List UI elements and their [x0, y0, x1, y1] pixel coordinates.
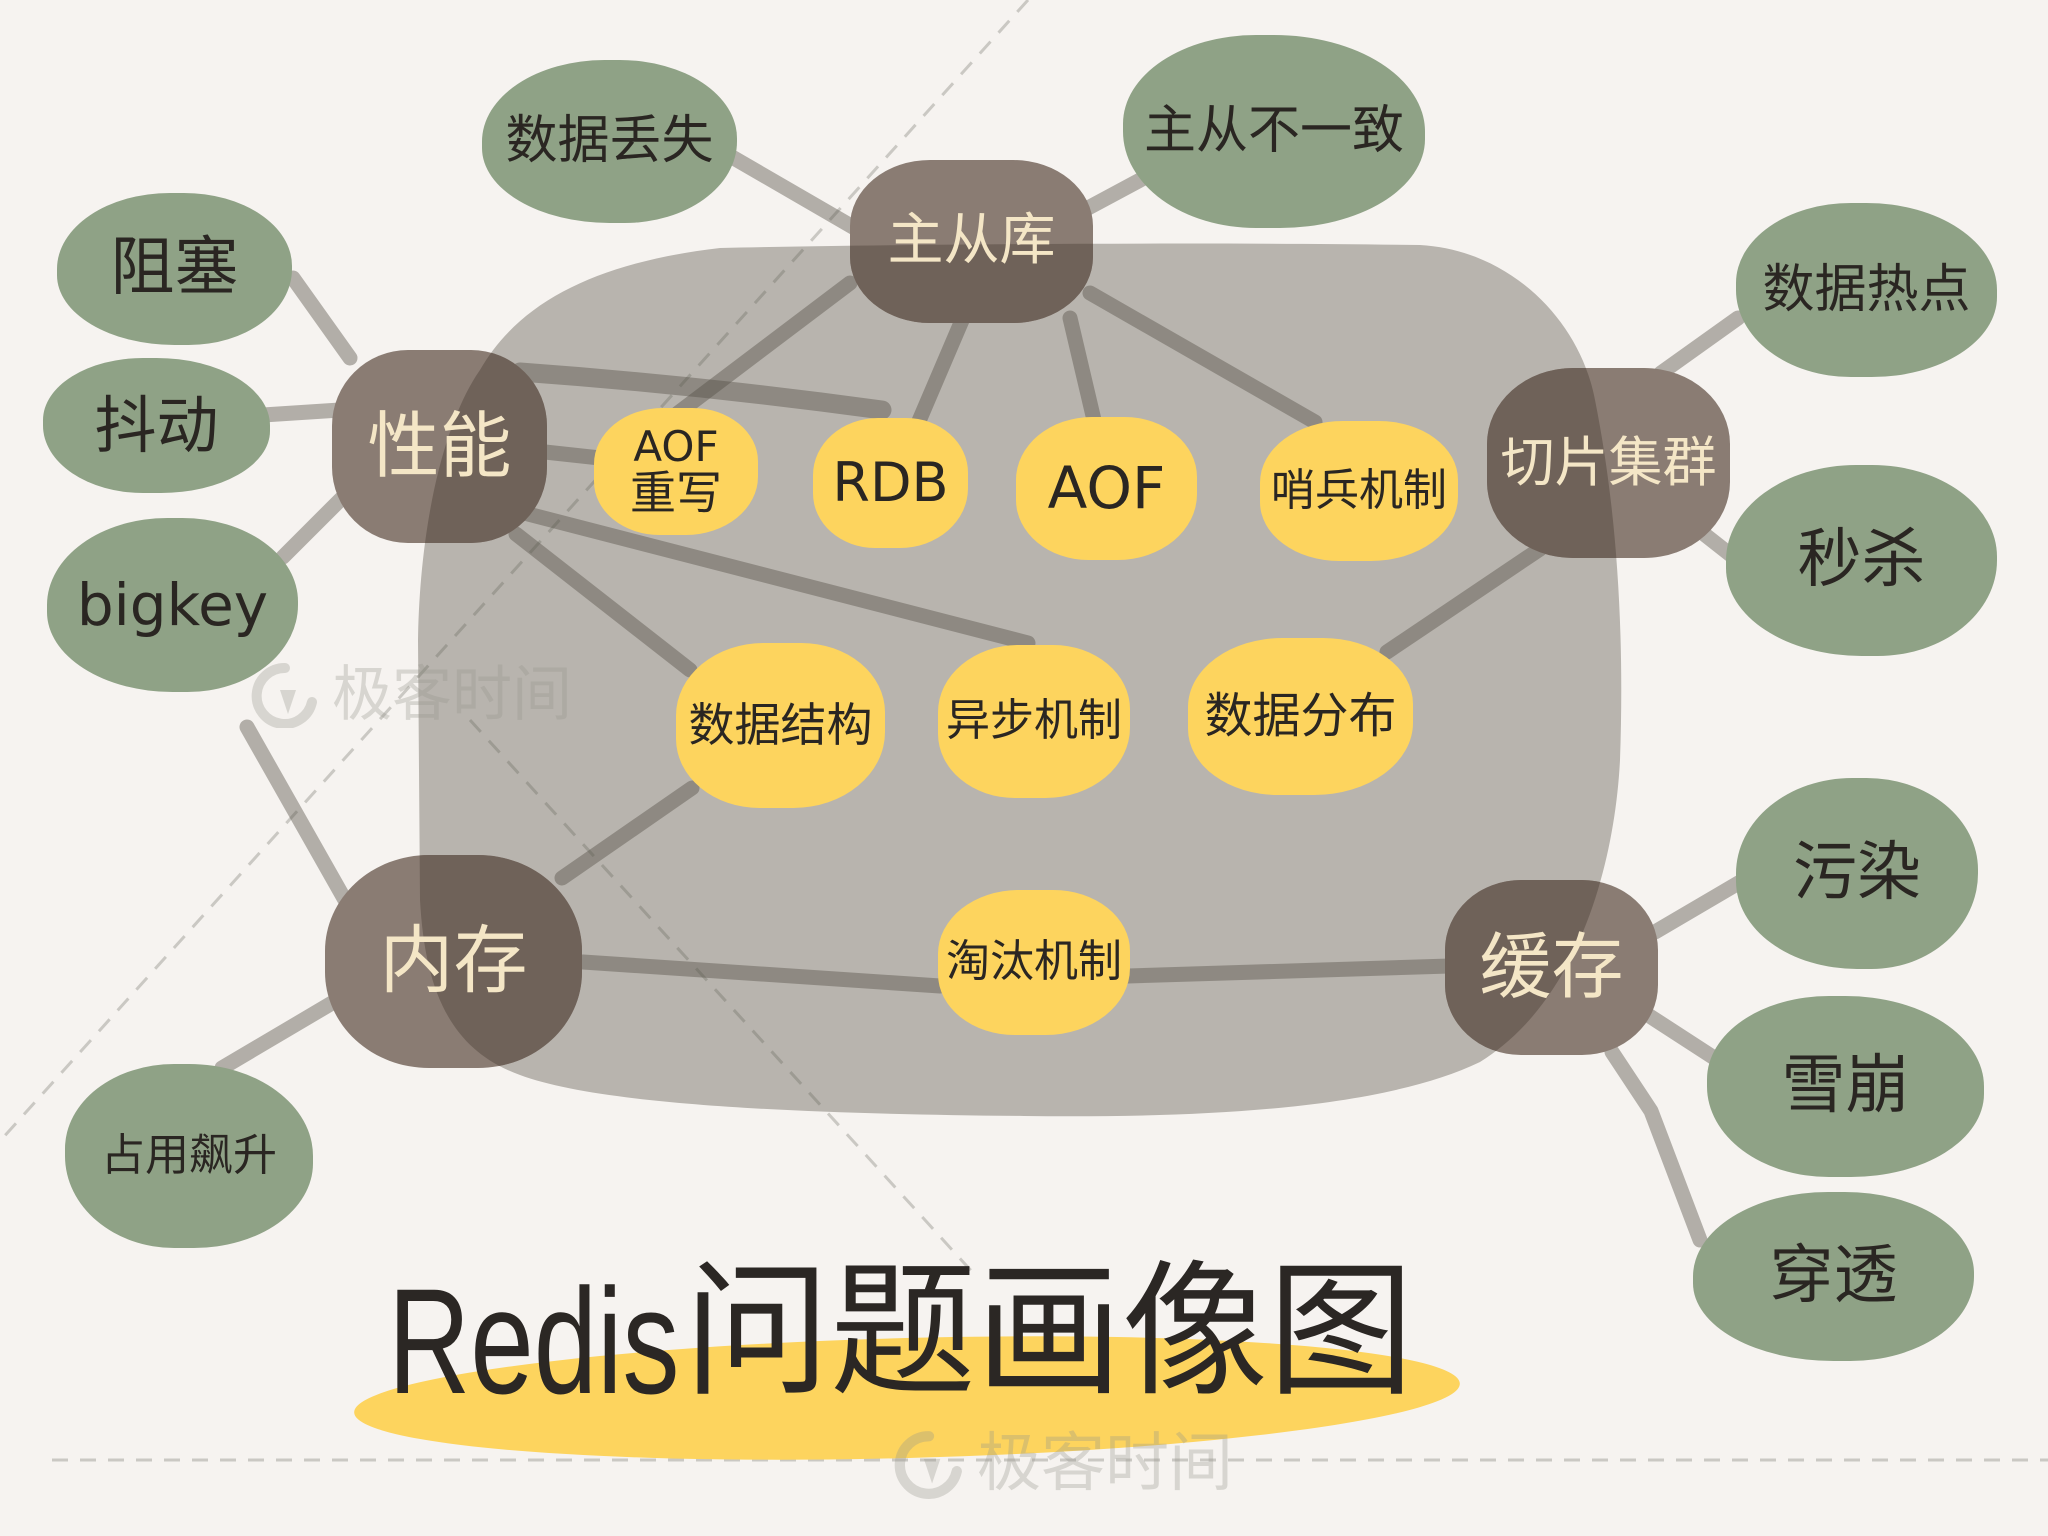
mechanism-label-line-2: 重写 [630, 466, 722, 521]
mechanism-node-rdb: RDB [813, 418, 968, 548]
hub-node-master-slave: 主从库 [850, 160, 1093, 323]
problem-node-inconsistency: 主从不一致 [1123, 35, 1425, 228]
problem-label: 主从不一致 [1143, 101, 1404, 162]
mechanism-node-sentinel: 哨兵机制 [1260, 421, 1458, 561]
mechanism-node-aof-rewrite: AOF 重写 [594, 408, 758, 535]
edge-master-slave-rdb [908, 310, 971, 436]
connectors [214, 149, 1755, 1248]
edge-bigkey-memory [239, 719, 353, 908]
edge-cache-avalanche [1640, 1007, 1730, 1071]
mechanism-label: 数据分布 [1204, 688, 1397, 745]
problem-label: 占用飙升 [101, 1129, 277, 1181]
edge-blocking-performance [285, 270, 358, 366]
mechanism-label: AOF [1047, 454, 1166, 523]
dashed-guide-diagonal-1 [0, 0, 1030, 1143]
hub-label: 内存 [379, 917, 528, 1004]
problem-label: 污染 [1793, 835, 1921, 910]
problem-node-flash-sale: 秒杀 [1726, 465, 1997, 656]
mechanism-label: 异步机制 [946, 695, 1122, 747]
mechanism-node-eviction: 淘汰机制 [938, 890, 1130, 1035]
hub-node-memory: 内存 [325, 855, 582, 1068]
mechanism-node-data-distribution: 数据分布 [1188, 638, 1413, 795]
problem-label: 雪崩 [1781, 1048, 1910, 1123]
mechanism-node-data-structure: 数据结构 [676, 643, 885, 808]
hub-node-performance: 性能 [332, 350, 547, 543]
hub-label: 性能 [367, 403, 512, 488]
edge-memory-data-structure [554, 780, 700, 886]
hub-label: 切片集群 [1500, 430, 1717, 494]
hub-node-cluster: 切片集群 [1487, 368, 1730, 558]
mechanism-label-line-1: AOF [633, 422, 719, 472]
edge-data-loss-master-slave [724, 149, 866, 238]
mechanism-node-aof: AOF [1016, 417, 1197, 560]
hub-label: 缓存 [1479, 924, 1624, 1009]
hub-label: 主从库 [887, 208, 1056, 274]
title-highlight [354, 1336, 1460, 1460]
edge-master-slave-sentinel [1082, 285, 1323, 430]
edge-eviction-cache [1120, 958, 1458, 984]
watermark-lower: 极客时间 [893, 1428, 1233, 1500]
problem-node-data-loss: 数据丢失 [482, 60, 737, 223]
problem-label: 穿透 [1769, 1238, 1898, 1313]
problem-node-avalanche: 雪崩 [1707, 996, 1984, 1177]
problem-node-usage-surge: 占用飙升 [65, 1064, 313, 1248]
mechanism-label: 数据结构 [688, 698, 873, 753]
mechanism-label: 哨兵机制 [1271, 464, 1447, 516]
problem-node-blocking: 阻塞 [57, 193, 292, 345]
edge-memory-eviction [575, 954, 948, 994]
edge-inconsistency-master-slave [1080, 171, 1150, 216]
edge-performance-rdb [510, 362, 892, 420]
problem-label: 阻塞 [110, 231, 239, 306]
edge-performance-data-structure [508, 526, 698, 678]
problem-node-pollution: 污染 [1736, 778, 1978, 969]
edge-performance-aof-rewrite [537, 444, 608, 466]
problem-label: 数据热点 [1762, 259, 1971, 320]
problem-label: bigkey [76, 570, 269, 639]
mechanism-node-async: 异步机制 [938, 645, 1130, 798]
watermark-text: 极客时间 [977, 1427, 1233, 1501]
edge-memory-usage-surge [214, 995, 340, 1076]
mechanism-label: 淘汰机制 [946, 936, 1122, 988]
mechanism-label: RDB [832, 450, 949, 514]
hub-node-cache: 缓存 [1445, 880, 1658, 1055]
edge-performance-async [520, 506, 1036, 651]
problem-node-hotspot: 数据热点 [1736, 203, 1997, 377]
page-title-latin: Redis [388, 1257, 680, 1425]
dashed-guide-diagonal-2 [468, 718, 977, 1277]
problem-label: 数据丢失 [505, 111, 714, 172]
edge-master-slave-aof-rewrite [670, 275, 858, 421]
geektime-logo-icon [894, 1431, 962, 1499]
problem-node-jitter: 抖动 [43, 358, 270, 493]
problem-node-penetration: 穿透 [1693, 1192, 1974, 1361]
edge-cache-pollution [1647, 870, 1755, 940]
edge-jitter-performance [255, 402, 348, 423]
geektime-logo-icon [251, 662, 317, 728]
watermark-text: 极客时间 [332, 660, 572, 730]
page-title-cjk: 问题画像图 [684, 1247, 1414, 1417]
problem-label: 抖动 [94, 388, 219, 462]
problem-node-bigkey: bigkey [47, 518, 298, 692]
problem-label: 秒杀 [1797, 522, 1926, 597]
watermark-upper: 极客时间 [250, 662, 572, 728]
edge-master-slave-aof [1062, 310, 1102, 428]
edge-cache-penetration [1604, 1044, 1708, 1248]
edge-cluster-hotspot [1653, 310, 1746, 381]
edge-cluster-data-distribution [1379, 541, 1548, 660]
